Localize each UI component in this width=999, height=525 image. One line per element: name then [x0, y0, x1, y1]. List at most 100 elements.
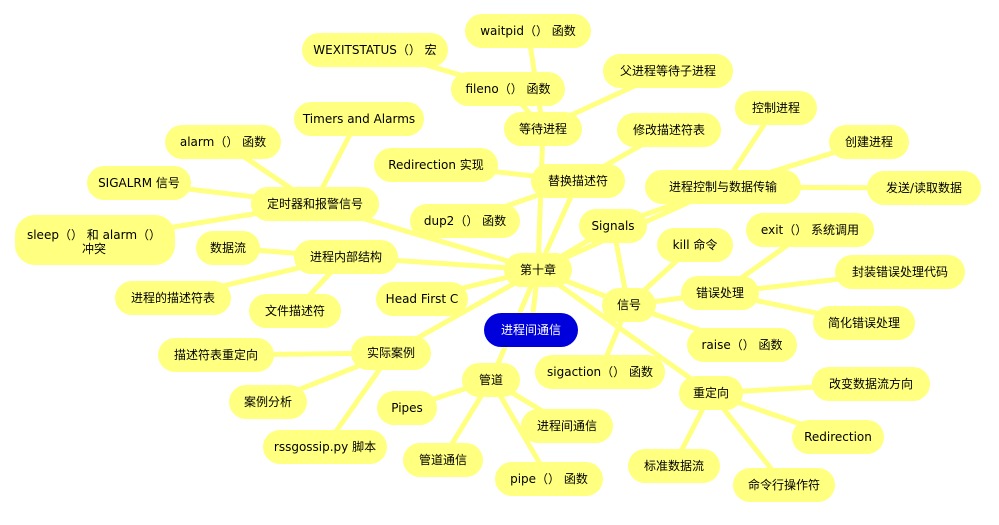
- node-dup2[interactable]: dup2（） 函数: [410, 204, 520, 238]
- node-label: 进程间通信: [537, 418, 597, 433]
- node-label: 数据流: [210, 240, 246, 255]
- node-label: SIGALRM 信号: [98, 176, 180, 190]
- node-fileno[interactable]: fileno（） 函数: [451, 72, 565, 106]
- node-replace-descriptor[interactable]: 替换描述符: [531, 164, 625, 198]
- node-signals-en[interactable]: Signals: [579, 209, 647, 243]
- node-label: dup2（） 函数: [424, 213, 506, 228]
- node-root[interactable]: 第十章: [504, 253, 572, 287]
- node-alarm-func[interactable]: alarm（） 函数: [165, 125, 281, 159]
- node-waitpid[interactable]: waitpid（） 函数: [465, 14, 591, 48]
- node-label: 错误处理: [696, 286, 744, 300]
- node-label: fileno（） 函数: [465, 81, 550, 96]
- node-redirection-en[interactable]: Redirection: [792, 420, 884, 454]
- node-redirect[interactable]: 重定向: [679, 376, 743, 410]
- node-label: WEXITSTATUS（） 宏: [313, 42, 436, 57]
- node-ipc[interactable]: 进程间通信: [521, 409, 613, 443]
- node-label: 替换描述符: [548, 173, 608, 188]
- node-raise-func[interactable]: raise（） 函数: [687, 328, 797, 362]
- node-label: raise（） 函数: [701, 337, 782, 352]
- node-label: pipe（） 函数: [510, 471, 588, 486]
- node-label: waitpid（） 函数: [480, 23, 576, 38]
- node-label: 等待进程: [519, 121, 567, 136]
- node-sigaction-func[interactable]: sigaction（） 函数: [535, 355, 665, 389]
- edge-root-wait: [535, 125, 546, 273]
- node-label: 描述符表重定向: [174, 347, 258, 362]
- node-label: alarm（） 函数: [180, 134, 266, 149]
- node-label: exit（） 系统调用: [761, 223, 859, 237]
- node-parent-waits-child[interactable]: 父进程等待子进程: [603, 54, 733, 88]
- node-send-read-data[interactable]: 发送/读取数据: [867, 171, 981, 205]
- node-label: Head First C: [386, 292, 459, 306]
- node-pipe-func[interactable]: pipe（） 函数: [495, 462, 603, 496]
- edge-root-redirect: [535, 267, 714, 396]
- node-pipes-en[interactable]: Pipes: [377, 391, 437, 425]
- node-process-desc-table[interactable]: 进程的描述符表: [115, 281, 231, 315]
- node-timers-and-alarms[interactable]: Timers and Alarms: [294, 102, 424, 136]
- node-label: 管道通信: [419, 452, 467, 467]
- node-process-control[interactable]: 进程控制与数据传输: [645, 170, 801, 204]
- node-label: 父进程等待子进程: [620, 63, 716, 78]
- node-sleep-alarm-conflict[interactable]: sleep（） 和 alarm（） 冲突: [15, 215, 175, 265]
- node-label: 修改描述符表: [633, 122, 705, 137]
- node-label: 第十章: [520, 262, 556, 277]
- node-label: 命令行操作符: [748, 477, 820, 492]
- node-label: 创建进程: [845, 134, 893, 149]
- node-label: 进程的描述符表: [131, 290, 215, 305]
- central-node-label: 进程间通信: [501, 322, 561, 337]
- node-label: 管道: [479, 372, 503, 387]
- node-case-analysis[interactable]: 案例分析: [229, 385, 307, 419]
- node-sigalrm[interactable]: SIGALRM 信号: [87, 166, 191, 200]
- node-pipe-cn[interactable]: 管道: [462, 363, 520, 397]
- node-label: sigaction（） 函数: [547, 364, 653, 379]
- node-label: 文件描述符: [265, 303, 325, 318]
- node-label: Pipes: [391, 401, 423, 415]
- node-label: 案例分析: [244, 394, 292, 409]
- node-label: rssgossip.py 脚本: [274, 439, 376, 454]
- node-cmd-operator[interactable]: 命令行操作符: [733, 468, 835, 502]
- node-simplify-error[interactable]: 简化错误处理: [813, 306, 915, 340]
- node-rssgossip-script[interactable]: rssgossip.py 脚本: [263, 430, 387, 464]
- node-exit-syscall[interactable]: exit（） 系统调用: [746, 213, 874, 247]
- node-label: 重定向: [693, 385, 729, 400]
- node-label: 定时器和报警信号: [267, 196, 363, 211]
- node-control-process[interactable]: 控制进程: [735, 91, 817, 125]
- node-process-internals[interactable]: 进程内部结构: [294, 240, 398, 274]
- node-label: Redirection: [804, 430, 872, 444]
- node-label: 封装错误处理代码: [852, 265, 948, 279]
- node-wrap-error-code[interactable]: 封装错误处理代码: [835, 255, 965, 289]
- node-head-first-c[interactable]: Head First C: [376, 282, 468, 316]
- node-error-handling[interactable]: 错误处理: [681, 276, 759, 310]
- node-redirection-impl[interactable]: Redirection 实现: [374, 148, 498, 182]
- node-timers-alarms-cn[interactable]: 定时器和报警信号: [251, 187, 379, 221]
- node-label: 信号: [617, 298, 641, 312]
- node-label: 实际案例: [367, 345, 415, 360]
- node-label: sleep（） 和 alarm（）: [27, 228, 161, 242]
- node-signals-cn[interactable]: 信号: [602, 288, 656, 322]
- node-real-cases[interactable]: 实际案例: [351, 336, 431, 370]
- node-label: 改变数据流方向: [829, 376, 913, 391]
- node-modify-desc-table[interactable]: 修改描述符表: [617, 113, 721, 147]
- node-label: 进程控制与数据传输: [669, 179, 777, 194]
- node-wexitstatus[interactable]: WEXITSTATUS（） 宏: [302, 33, 448, 67]
- node-kill-command[interactable]: kill 命令: [657, 228, 733, 262]
- node-label: 进程内部结构: [310, 249, 382, 264]
- node-create-process[interactable]: 创建进程: [829, 125, 909, 159]
- node-label: kill 命令: [673, 237, 718, 252]
- node-std-stream[interactable]: 标准数据流: [628, 449, 720, 483]
- node-desc-table-redirect[interactable]: 描述符表重定向: [158, 338, 274, 372]
- node-wait-process[interactable]: 等待进程: [504, 112, 582, 146]
- node-label: 冲突: [82, 241, 106, 256]
- node-label: 标准数据流: [644, 458, 704, 473]
- node-file-descriptor[interactable]: 文件描述符: [249, 294, 341, 328]
- node-label: 简化错误处理: [828, 316, 900, 330]
- node-label: 控制进程: [752, 100, 800, 115]
- node-label: Redirection 实现: [388, 157, 484, 172]
- node-data-stream[interactable]: 数据流: [196, 231, 260, 265]
- node-label: 发送/读取数据: [886, 180, 962, 195]
- node-label: Timers and Alarms: [302, 112, 415, 126]
- central-node[interactable]: 进程间通信: [484, 313, 578, 347]
- node-label: Signals: [591, 219, 634, 233]
- node-pipe-communication[interactable]: 管道通信: [403, 443, 483, 477]
- node-change-data-flow[interactable]: 改变数据流方向: [812, 367, 930, 401]
